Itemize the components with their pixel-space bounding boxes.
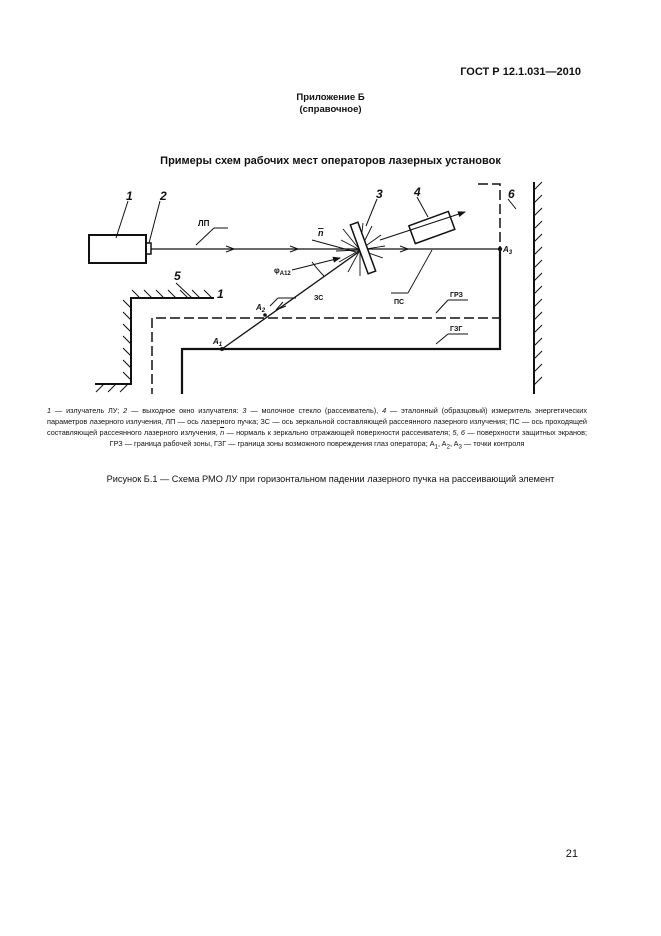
label-emitter: 1 <box>126 189 133 203</box>
beam-arrow-2 <box>289 245 300 253</box>
label-work-zone: ГРЗ <box>450 292 464 299</box>
label-angle: φA12 <box>274 266 291 277</box>
phi-leader <box>291 256 341 271</box>
label-screen-6: 6 <box>508 187 515 201</box>
angle-arc <box>311 261 325 277</box>
specular-component-axis <box>221 250 361 350</box>
emitter-box <box>88 234 147 264</box>
label-a1: A1 <box>212 337 223 348</box>
screen-5-hatching <box>95 289 213 393</box>
label-a3: A3 <box>502 245 513 256</box>
workplace-diagram: 1 2 3 4 6 5 1 ЛП n φA12 ЗС ПС ГРЗ ГЗГ A1… <box>88 181 543 394</box>
specular-arrow <box>275 301 287 311</box>
beam-arrow-1 <box>225 245 236 253</box>
normal-line <box>311 239 357 253</box>
meter-axis <box>379 211 466 241</box>
figure-legend: 1 — излучатель ЛУ; 2 — выходное окно изл… <box>47 406 588 451</box>
figure-caption: Рисунок Б.1 — Схема РМО ЛУ при горизонта… <box>106 474 555 484</box>
label-meter: 4 <box>413 185 421 199</box>
label-a2: A2 <box>255 303 266 314</box>
label-laser-beam: ЛП <box>198 219 210 228</box>
annex-heading: Приложение Б (справочное) <box>0 92 661 116</box>
label-window: 2 <box>159 189 167 203</box>
eye-damage-zone-boundary <box>180 249 502 394</box>
screen-6-hatching <box>533 181 543 386</box>
label-specular: ЗС <box>314 295 323 302</box>
label-screen-5-surface: 1 <box>217 287 224 301</box>
annex-title: Приложение Б <box>296 92 365 103</box>
label-normal: n <box>318 228 324 238</box>
standard-header: ГОСТ Р 12.1.031—2010 <box>460 66 581 78</box>
figure-title: Примеры схем рабочих мест операторов лаз… <box>160 155 501 167</box>
label-diffuser: 3 <box>376 187 383 201</box>
output-window <box>145 242 152 255</box>
number-leaders <box>115 196 517 345</box>
label-transmitted: ПС <box>394 299 404 306</box>
screen-5-surface <box>95 297 214 385</box>
control-point-a2 <box>263 313 267 317</box>
page-number: 21 <box>565 848 578 860</box>
label-screen-5: 5 <box>174 269 181 283</box>
ps-leader <box>407 249 433 294</box>
milk-glass-diffuser <box>349 221 377 275</box>
reference-meter <box>407 210 456 245</box>
label-eye-zone: ГЗГ <box>450 326 462 333</box>
work-zone-boundary <box>151 183 501 394</box>
beam-arrow-3 <box>399 245 410 253</box>
annex-subtitle: (справочное) <box>299 104 362 115</box>
